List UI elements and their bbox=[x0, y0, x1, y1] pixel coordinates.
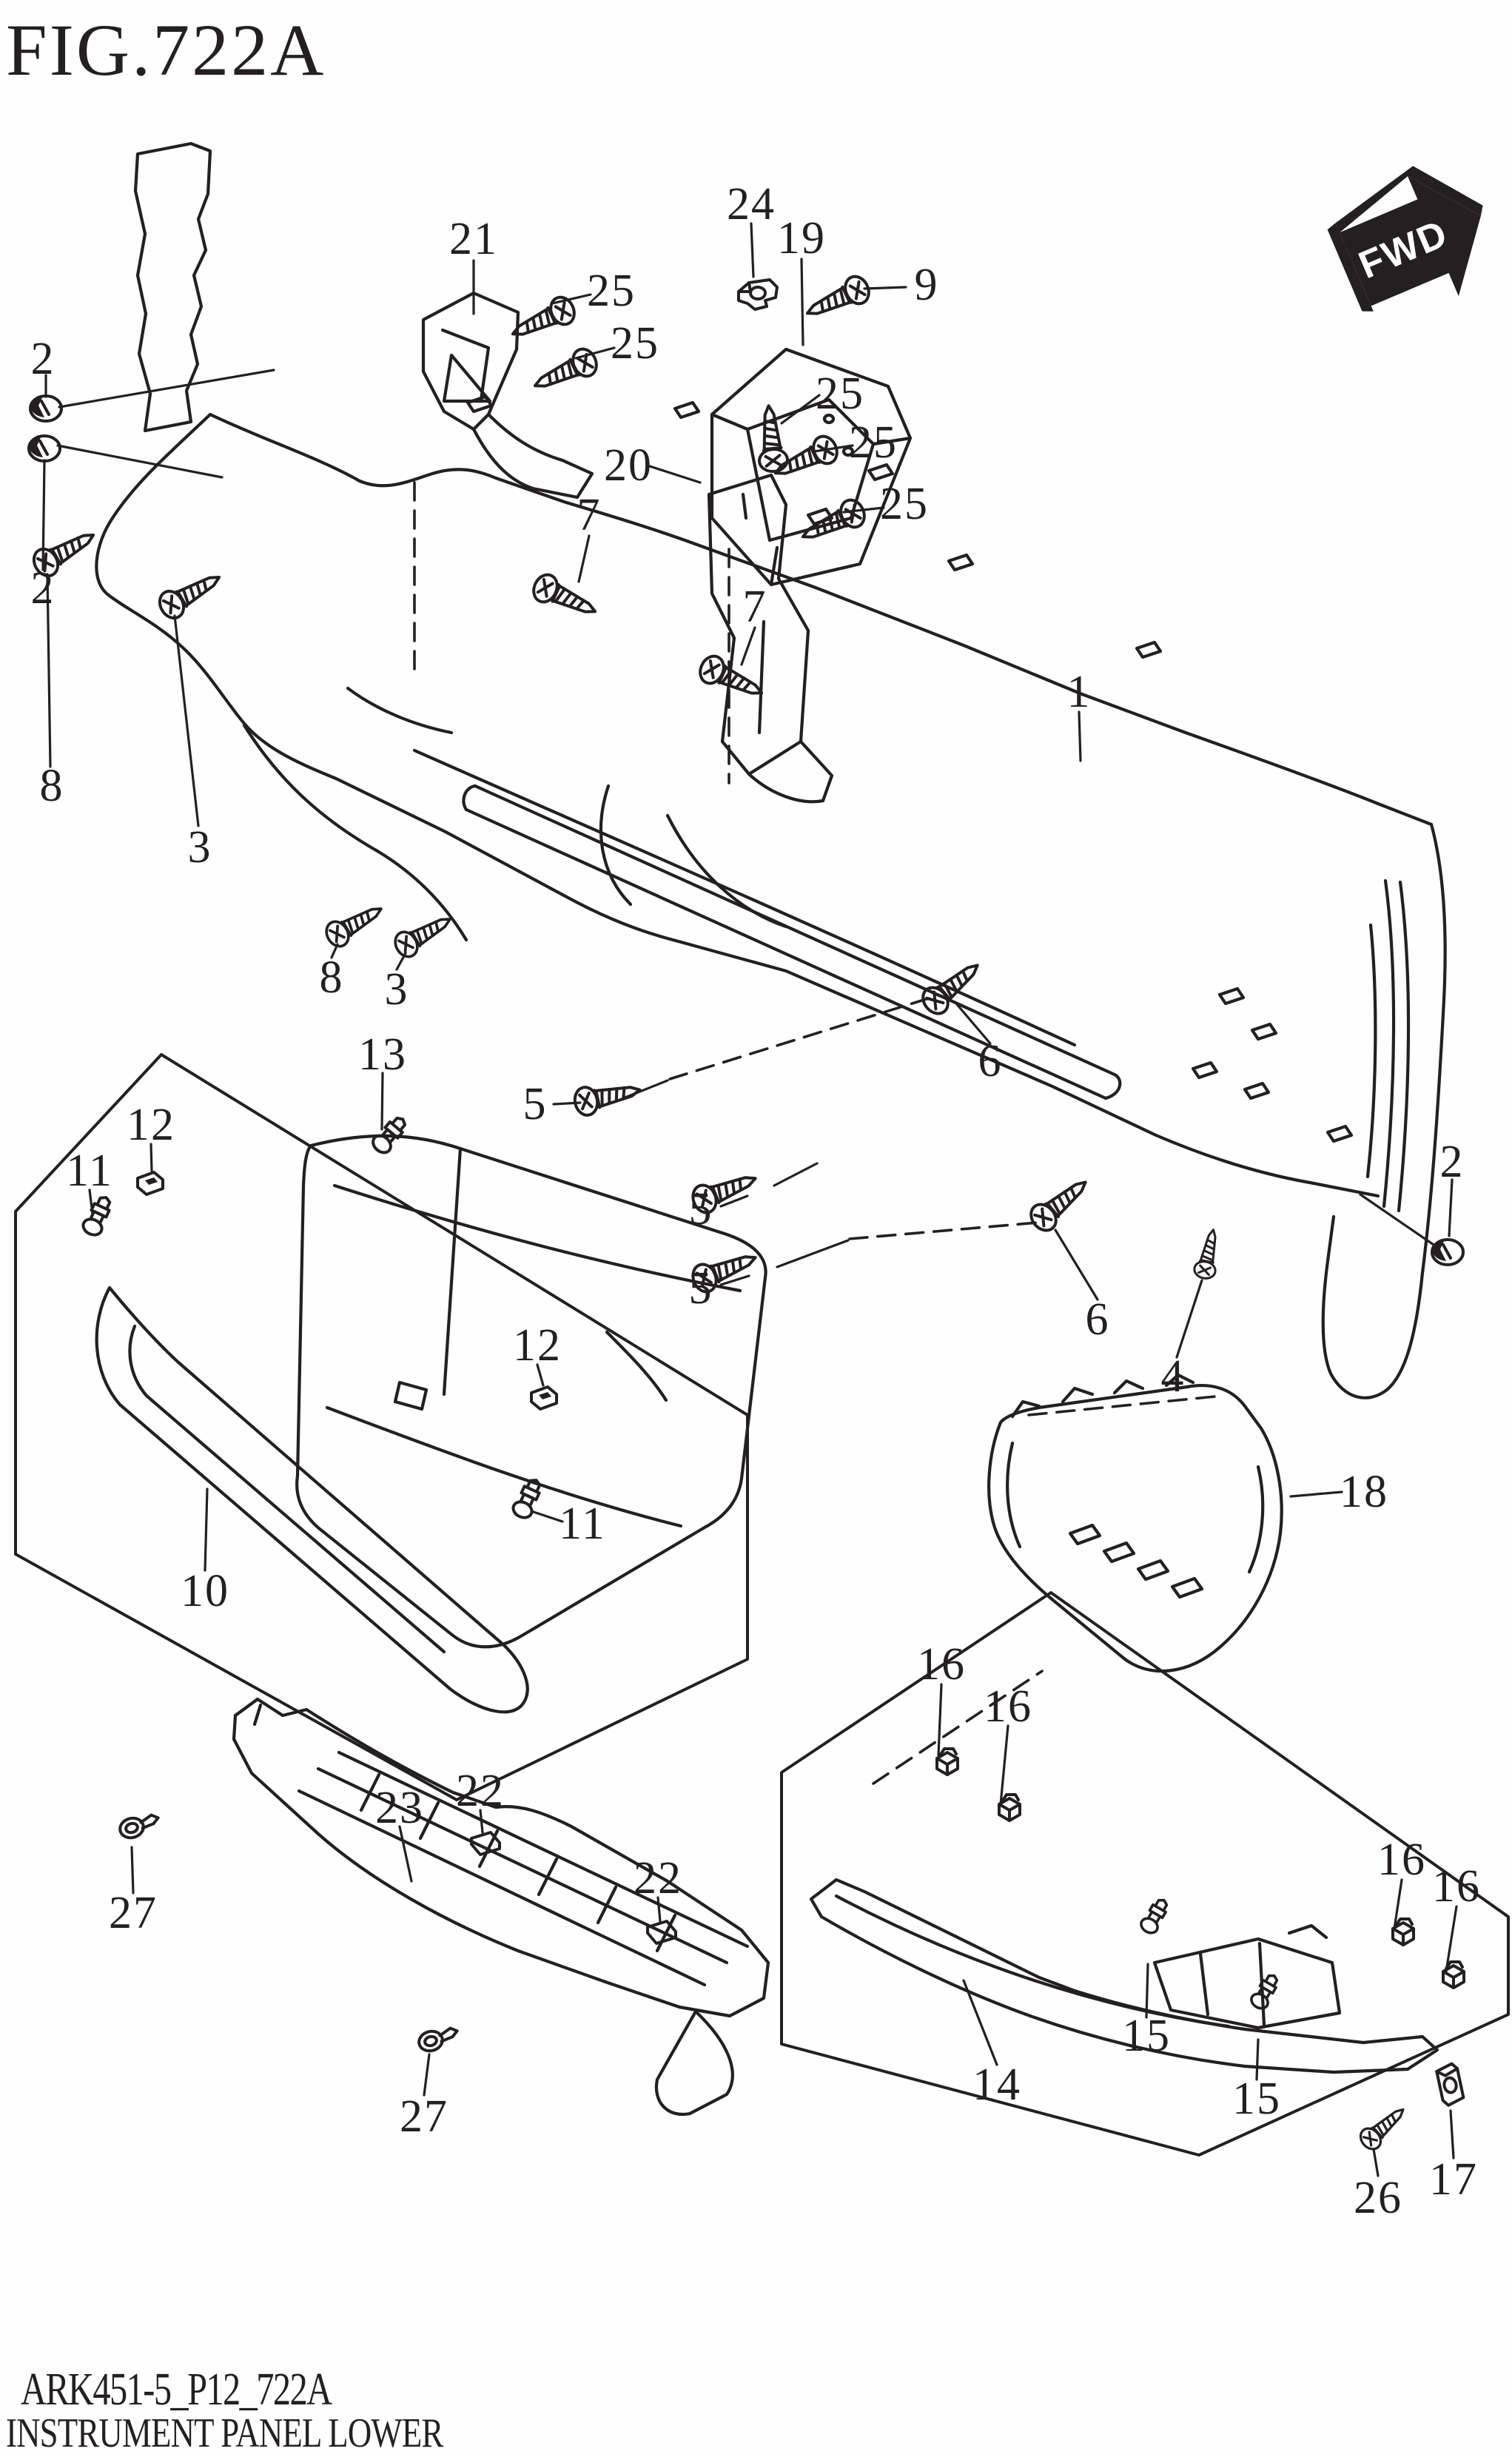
box-clip-icon bbox=[935, 1747, 959, 1776]
callout-leader-lines bbox=[41, 222, 1458, 2177]
callout-6: 6 bbox=[1085, 1294, 1110, 1345]
callout-24: 24 bbox=[727, 179, 776, 229]
callout-26: 26 bbox=[1354, 2173, 1402, 2223]
square-grommet-icon bbox=[530, 1385, 558, 1411]
callout-8: 8 bbox=[39, 761, 64, 811]
callout-12: 12 bbox=[513, 1320, 562, 1371]
callout-6: 6 bbox=[978, 1036, 1003, 1086]
callout-8: 8 bbox=[319, 952, 344, 1003]
callout-5: 5 bbox=[688, 1263, 713, 1314]
cover-23-line-art bbox=[232, 1697, 770, 2117]
callout-25: 25 bbox=[880, 479, 929, 529]
callout-25: 25 bbox=[587, 266, 636, 316]
lower-panel-enclosure bbox=[780, 1591, 1510, 2157]
bracket-20-line-art bbox=[707, 473, 834, 804]
callout-22: 22 bbox=[634, 1853, 682, 1903]
callout-27: 27 bbox=[109, 1888, 158, 1938]
callout-3: 3 bbox=[384, 964, 409, 1015]
figure-caption: INSTRUMENT PANEL LOWER bbox=[6, 2410, 443, 2456]
callout-25: 25 bbox=[849, 417, 898, 468]
callout-16: 16 bbox=[984, 1681, 1032, 1732]
grommet-icon bbox=[1431, 1238, 1465, 1266]
callout-15: 15 bbox=[1232, 2074, 1281, 2124]
callout-25: 25 bbox=[611, 318, 659, 369]
screw-icon bbox=[571, 1075, 645, 1119]
callout-16: 16 bbox=[1432, 1861, 1481, 1912]
trim-clip-icon bbox=[415, 2023, 463, 2055]
callout-20: 20 bbox=[604, 440, 653, 491]
push-pin-icon bbox=[78, 1191, 117, 1240]
callout-19: 19 bbox=[777, 213, 826, 263]
screw-icon bbox=[528, 569, 603, 626]
callout-3: 3 bbox=[187, 822, 212, 873]
callout-18: 18 bbox=[1340, 1467, 1388, 1517]
screw-icon bbox=[1355, 2100, 1412, 2154]
bracket-19-line-art bbox=[710, 347, 913, 587]
panel-18-line-art bbox=[987, 1373, 1283, 1673]
callout-7: 7 bbox=[742, 582, 767, 632]
u-nut-clip-icon bbox=[737, 278, 779, 311]
screw-icon bbox=[389, 906, 458, 962]
screw-icon bbox=[1024, 1169, 1096, 1237]
grommet-icon bbox=[27, 434, 61, 463]
callout-10: 10 bbox=[181, 1566, 229, 1616]
callout-11: 11 bbox=[559, 1499, 606, 1549]
glove-box-enclosure bbox=[14, 1053, 749, 1801]
bracket-21-line-art bbox=[421, 291, 594, 500]
screw-icon bbox=[1192, 1226, 1225, 1282]
detail-enclosure-boxes bbox=[14, 1053, 1510, 2157]
figure-title: FIG.722A bbox=[6, 9, 326, 91]
screw-icon bbox=[320, 895, 389, 952]
square-grommet-icon bbox=[136, 1171, 164, 1196]
screw-icon bbox=[153, 563, 228, 624]
glove-box-line-art bbox=[95, 1134, 767, 1714]
callout-2: 2 bbox=[30, 563, 56, 614]
fwd-arrow-icon: FWD bbox=[1327, 166, 1483, 312]
trim-clip-icon bbox=[116, 1809, 164, 1842]
bracket-17-icon bbox=[1434, 2061, 1466, 2108]
callout-9: 9 bbox=[914, 260, 939, 310]
callout-15: 15 bbox=[1122, 2011, 1171, 2061]
callout-14: 14 bbox=[972, 2060, 1021, 2110]
callout-16: 16 bbox=[1377, 1835, 1426, 1885]
grommet-icon bbox=[29, 394, 63, 423]
main-panel-line-art bbox=[95, 141, 1447, 1399]
callout-27: 27 bbox=[400, 2091, 448, 2142]
callout-2: 2 bbox=[1439, 1137, 1465, 1187]
callout-7: 7 bbox=[577, 490, 602, 540]
callout-2: 2 bbox=[30, 334, 56, 384]
callout-5: 5 bbox=[688, 1184, 713, 1234]
callout-21: 21 bbox=[449, 214, 498, 264]
callout-5: 5 bbox=[523, 1079, 548, 1129]
callout-13: 13 bbox=[358, 1029, 407, 1080]
callout-1: 1 bbox=[1066, 667, 1092, 717]
callout-23: 23 bbox=[375, 1783, 424, 1833]
callout-16: 16 bbox=[917, 1639, 966, 1690]
hidden-edge-dashes bbox=[413, 481, 1224, 1785]
callout-22: 22 bbox=[456, 1766, 505, 1816]
callout-12: 12 bbox=[127, 1100, 175, 1150]
callout-17: 17 bbox=[1429, 2154, 1478, 2205]
screw-icon bbox=[916, 952, 988, 1021]
callout-4: 4 bbox=[1160, 1351, 1186, 1402]
callout-25: 25 bbox=[816, 369, 864, 419]
push-pin-icon bbox=[1247, 1970, 1283, 2013]
callout-11: 11 bbox=[66, 1146, 113, 1196]
figure-code: ARK451-5_P12_722A bbox=[21, 2364, 332, 2415]
screw-icon bbox=[799, 271, 875, 328]
push-pin-icon bbox=[1137, 1895, 1173, 1937]
